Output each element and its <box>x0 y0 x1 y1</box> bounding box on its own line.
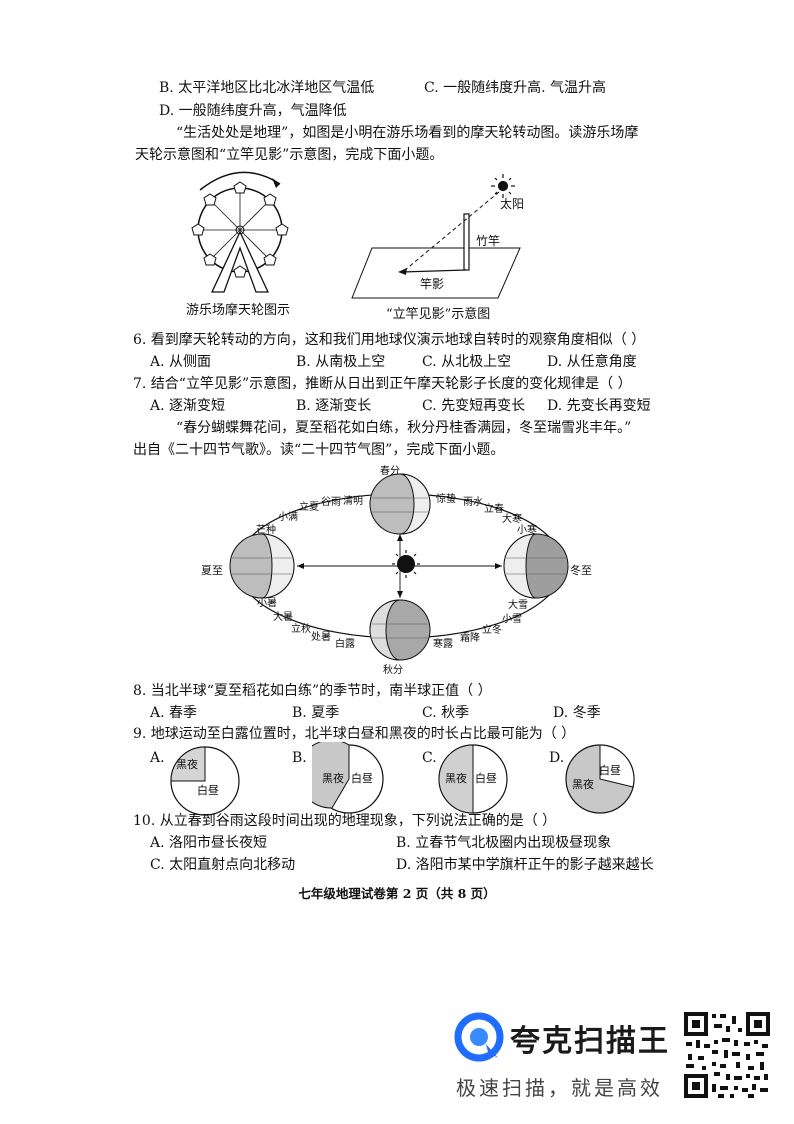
term-dashu: 大暑 <box>273 612 293 623</box>
q9-pie-c <box>438 744 508 814</box>
q7-stem: 7. 结合“立竿见影”示意图，推断从日出到正午摩天轮影子长度的变化规律是（ ） <box>133 376 632 392</box>
qr-code-icon <box>682 1010 772 1100</box>
sun-label: 太阳 <box>500 197 525 211</box>
shadow-label: 竿影 <box>420 277 445 291</box>
term-jingzhe: 惊蛰 <box>436 494 456 505</box>
q10-option-b: B. 立春节气北极圈内出现极昼现象 <box>396 835 612 851</box>
q9-label-a: A. <box>150 750 165 766</box>
q9-d-night: 黑夜 <box>572 778 594 791</box>
q7-option-c: C. 先变短再变长 <box>422 398 526 414</box>
pole-shadow-figure <box>351 174 521 299</box>
term-liqiu: 立秋 <box>291 624 311 635</box>
term-qingming: 清明 <box>343 496 363 507</box>
q10-option-a: A. 洛阳市昼长夜短 <box>150 835 268 851</box>
q8-option-a: A. 春季 <box>150 705 198 721</box>
term-xiaoxue: 小雪 <box>502 614 522 625</box>
q8-option-b: B. 夏季 <box>292 705 340 721</box>
q9-label-c: C. <box>422 750 437 766</box>
term-daxue: 大雪 <box>508 600 528 611</box>
q5-option-c: C. 一般随纬度升高. 气温升高 <box>424 80 607 96</box>
term-xiaoman: 小满 <box>278 512 298 523</box>
solar-terms-orbit-figure <box>229 473 569 661</box>
q9-label-b: B. <box>292 750 307 766</box>
term-yushui: 雨水 <box>463 497 483 508</box>
page-footer: 七年级地理试卷第 2 页（共 8 页） <box>298 886 496 901</box>
quark-logo-icon <box>454 1012 504 1062</box>
term-bailu: 白露 <box>335 639 355 650</box>
term-lichun: 立春 <box>484 504 504 515</box>
q10-option-c: C. 太阳直射点向北移动 <box>150 857 296 873</box>
q9-a-day: 白昼 <box>197 784 219 797</box>
term-xiaoshu: 小暑 <box>257 598 277 609</box>
q5-option-b: B. 太平洋地区比北冰洋地区气温低 <box>159 80 375 96</box>
q9-b-day: 白昼 <box>351 772 373 785</box>
q5-option-d: D. 一般随纬度升高，气温降低 <box>159 103 347 119</box>
q7-option-a: A. 逐渐变短 <box>150 398 226 414</box>
term-chunfen: 春分 <box>380 466 400 477</box>
brand-slogan: 极速扫描，就是高效 <box>456 1076 663 1100</box>
term-shuangjiang: 霜降 <box>460 633 480 644</box>
q9-stem: 9. 地球运动至白露位置时，北半球白昼和黑夜的时长占比最可能为（ ） <box>133 726 576 742</box>
q9-pie-d <box>565 744 635 814</box>
q10-option-d: D. 洛阳市某中学旗杆正午的影子越来越长 <box>396 857 654 873</box>
q6-stem: 6. 看到摩天轮转动的方向，这和我们用地球仪演示地球自转时的观察角度相似（ ） <box>133 332 646 348</box>
term-xiaohan: 小寒 <box>517 525 537 536</box>
q6-option-d: D. 从任意角度 <box>547 354 637 370</box>
q6-option-a: A. 从侧面 <box>150 354 212 370</box>
ferris-caption: 游乐场摩天轮图示 <box>186 303 291 318</box>
q9-c-day: 白昼 <box>475 772 497 785</box>
term-qiufen: 秋分 <box>383 665 403 676</box>
q8-stem: 8. 当北半球“夏至稻花如白练”的季节时，南半球正值（ ） <box>133 683 492 699</box>
term-lidong: 立冬 <box>482 625 502 636</box>
shadow-caption: “立竿见影”示意图 <box>386 307 491 322</box>
term-xiazhi: 夏至 <box>201 564 223 577</box>
q9-b-night: 黑夜 <box>322 772 344 785</box>
q8-option-d: D. 冬季 <box>553 705 601 721</box>
q9-a-night: 黑夜 <box>176 758 198 771</box>
q7-option-d: D. 先变长再变短 <box>547 398 651 414</box>
q9-d-day: 白昼 <box>599 764 621 777</box>
term-lixia: 立夏 <box>299 502 319 513</box>
term-mangzhong: 芒种 <box>256 525 276 536</box>
q9-pie-b <box>312 742 384 814</box>
intro2-line2: 出自《二十四节气歌》。读“二十四节气图”，完成下面小题。 <box>133 442 505 458</box>
q6-option-c: C. 从北极上空 <box>422 354 512 370</box>
term-dahan: 大寒 <box>502 514 522 525</box>
intro1-line1: “生活处处是地理”，如图是小明在游乐场看到的摩天轮转动图。读游乐场摩 <box>176 125 639 141</box>
pole-label: 竹竿 <box>476 234 501 248</box>
brand-name: 夸克扫描王 <box>510 1024 670 1059</box>
q9-pie-a <box>170 746 240 816</box>
q7-option-b: B. 逐渐变长 <box>296 398 372 414</box>
intro1-line2: 天轮示意图和“立竿见影”示意图，完成下面小题。 <box>135 147 444 163</box>
q9-c-night: 黑夜 <box>445 772 467 785</box>
ferris-wheel-figure <box>191 171 289 293</box>
term-dongzhi: 冬至 <box>570 564 592 577</box>
q10-stem: 10. 从立春到谷雨这段时间出现的地理现象，下列说法正确的是（ ） <box>133 813 557 829</box>
term-guyu: 谷雨 <box>321 497 341 508</box>
q6-option-b: B. 从南极上空 <box>296 354 386 370</box>
term-chushu: 处暑 <box>311 632 331 643</box>
intro2-line1: “春分蝴蝶舞花间，夏至稻花如白练，秋分丹桂香满园，冬至瑞雪兆丰年。” <box>176 420 632 436</box>
q9-label-d: D. <box>549 750 565 766</box>
q8-option-c: C. 秋季 <box>422 705 470 721</box>
term-hanlu: 寒露 <box>433 639 453 650</box>
